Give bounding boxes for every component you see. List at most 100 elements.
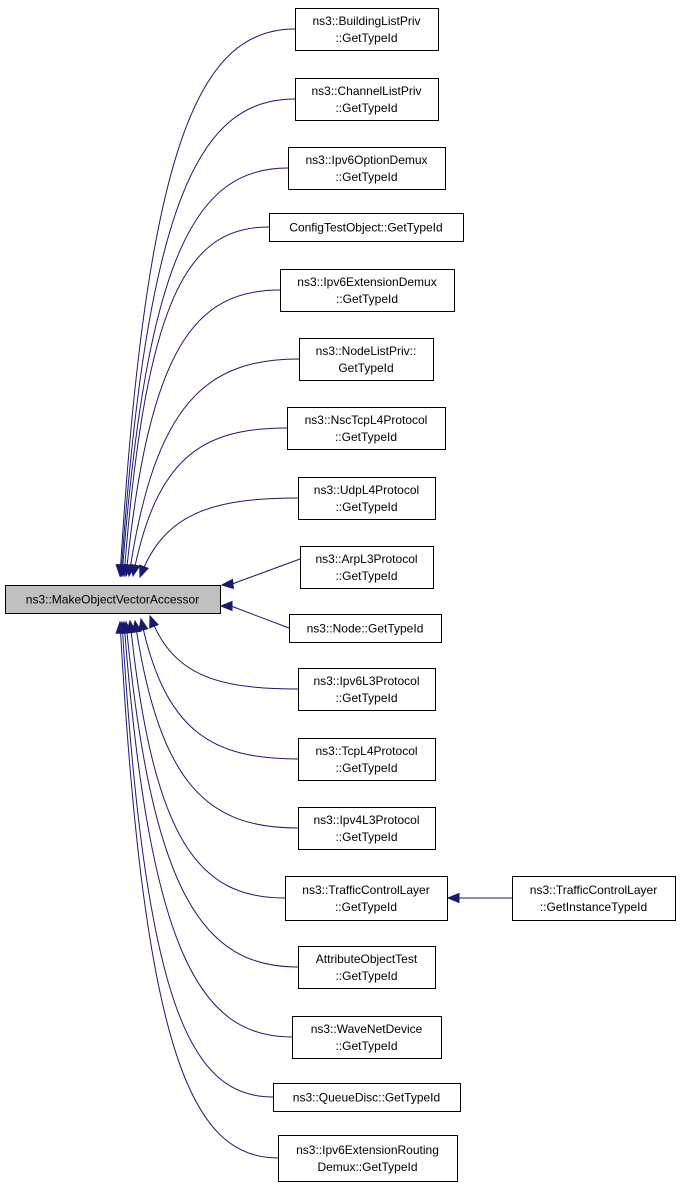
node-label-configtest-line-0: ConfigTestObject::GetTypeId — [289, 221, 442, 235]
node-attrtest[interactable]: AttributeObjectTest::GetTypeId — [298, 946, 436, 989]
edge-nsctcp-to-root — [132, 427, 288, 577]
node-label-arp-line-1: ::GetTypeId — [335, 569, 397, 583]
node-box-node[interactable] — [289, 614, 442, 643]
edge-configtest-to-root — [123, 226, 270, 577]
node-box-ipv6route[interactable] — [278, 1135, 458, 1182]
node-label-udp-line-0: ns3::UdpL4Protocol — [314, 483, 419, 497]
node-box-building[interactable] — [295, 8, 439, 51]
node-label-channel-line-0: ns3::ChannelListPriv — [311, 84, 421, 98]
edge-ipv6route-to-root — [119, 621, 279, 1159]
node-label-nsctcp-line-0: ns3::NscTcpL4Protocol — [305, 413, 428, 427]
node-box-attrtest[interactable] — [298, 946, 436, 989]
edge-tcp-to-root — [140, 618, 299, 760]
node-label-attrtest-line-1: ::GetTypeId — [335, 969, 397, 983]
node-label-root-line-0: ns3::MakeObjectVectorAccessor — [26, 593, 199, 607]
edge-node-to-root — [230, 605, 290, 629]
node-label-channel-line-1: ::GetTypeId — [335, 101, 397, 115]
node-box-tclinst[interactable] — [512, 876, 676, 921]
node-tclinst[interactable]: ns3::TrafficControlLayer::GetInstanceTyp… — [512, 876, 676, 921]
node-label-arp-line-0: ns3::ArpL3Protocol — [315, 552, 417, 566]
node-box-ipv6l3[interactable] — [298, 668, 436, 711]
edge-udp-to-root — [139, 497, 299, 578]
node-box-ipv6opt[interactable] — [288, 147, 446, 190]
node-label-ipv6opt-line-0: ns3::Ipv6OptionDemux — [305, 153, 427, 167]
node-label-node-line-0: ns3::Node::GetTypeId — [307, 622, 424, 636]
node-box-arp[interactable] — [300, 546, 434, 589]
edge-channel-to-root — [120, 98, 296, 577]
edge-nodelist-to-root — [128, 358, 300, 577]
node-label-ipv6opt-line-1: ::GetTypeId — [335, 170, 397, 184]
edges-layer — [115, 28, 512, 1159]
node-label-udp-line-1: ::GetTypeId — [335, 500, 397, 514]
node-box-tcp[interactable] — [298, 738, 436, 781]
node-arp[interactable]: ns3::ArpL3Protocol::GetTypeId — [300, 546, 434, 589]
node-udp[interactable]: ns3::UdpL4Protocol::GetTypeId — [298, 477, 436, 520]
node-ipv6ext[interactable]: ns3::Ipv6ExtensionDemux::GetTypeId — [280, 269, 455, 312]
node-label-tcl-line-0: ns3::TrafficControlLayer — [302, 883, 429, 897]
edge-ipv6l3-to-root — [149, 615, 299, 690]
node-label-tcl-line-1: ::GetTypeId — [335, 900, 397, 914]
node-root[interactable]: ns3::MakeObjectVectorAccessor — [5, 585, 221, 614]
node-ipv6l3[interactable]: ns3::Ipv6L3Protocol::GetTypeId — [298, 668, 436, 711]
node-label-nsctcp-line-1: ::GetTypeId — [335, 430, 397, 444]
edge-arp-to-root — [231, 558, 301, 585]
node-ipv4l3[interactable]: ns3::Ipv4L3Protocol::GetTypeId — [298, 807, 436, 850]
node-label-ipv6ext-line-0: ns3::Ipv6ExtensionDemux — [297, 275, 436, 289]
node-box-ipv6ext[interactable] — [280, 269, 455, 312]
edge-queuedisc-to-root — [121, 621, 274, 1098]
node-label-nodelist-line-1: GetTypeId — [338, 361, 393, 375]
node-tcp[interactable]: ns3::TcpL4Protocol::GetTypeId — [298, 738, 436, 781]
arrowhead-udp-to-root — [139, 564, 149, 579]
node-box-nodelist[interactable] — [299, 338, 434, 381]
node-label-ipv6l3-line-1: ::GetTypeId — [335, 691, 397, 705]
node-configtest[interactable]: ConfigTestObject::GetTypeId — [269, 213, 464, 242]
node-queuedisc[interactable]: ns3::QueueDisc::GetTypeId — [273, 1083, 461, 1112]
node-nsctcp[interactable]: ns3::NscTcpL4Protocol::GetTypeId — [287, 407, 446, 450]
node-label-attrtest-line-0: AttributeObjectTest — [316, 952, 418, 966]
edge-ipv6opt-to-root — [121, 167, 289, 577]
arrowhead-ipv6l3-to-root — [149, 614, 159, 629]
edge-building-to-root — [119, 28, 296, 577]
node-label-wave-line-1: ::GetTypeId — [335, 1039, 397, 1053]
node-label-tclinst-line-0: ns3::TrafficControlLayer — [530, 883, 657, 897]
arrowhead-arp-to-root — [220, 578, 234, 590]
nodes-layer: ns3::MakeObjectVectorAccessor ns3::Buildi… — [5, 8, 676, 1182]
edge-wave-to-root — [123, 621, 293, 1038]
node-nodelist[interactable]: ns3::NodeListPriv::GetTypeId — [299, 338, 434, 381]
node-label-ipv6route-line-1: Demux::GetTypeId — [317, 1160, 417, 1174]
arrowhead-nsctcp-to-root — [130, 563, 141, 578]
node-ipv6opt[interactable]: ns3::Ipv6OptionDemux::GetTypeId — [288, 147, 446, 190]
node-label-tcp-line-0: ns3::TcpL4Protocol — [315, 744, 417, 758]
edge-ipv4l3-to-root — [134, 620, 299, 829]
node-label-tclinst-line-1: ::GetInstanceTypeId — [540, 900, 647, 914]
edge-ipv6ext-to-root — [125, 289, 281, 577]
node-label-ipv4l3-line-1: ::GetTypeId — [335, 830, 397, 844]
node-label-ipv6route-line-0: ns3::Ipv6ExtensionRouting — [296, 1143, 439, 1157]
node-box-udp[interactable] — [298, 477, 436, 520]
node-box-root[interactable] — [5, 585, 221, 614]
node-label-building-line-0: ns3::BuildingListPriv — [312, 14, 420, 28]
node-box-queuedisc[interactable] — [273, 1083, 461, 1112]
node-label-nodelist-line-0: ns3::NodeListPriv:: — [316, 344, 417, 358]
arrowhead-node-to-root — [219, 600, 233, 612]
node-box-ipv4l3[interactable] — [298, 807, 436, 850]
node-label-ipv6l3-line-0: ns3::Ipv6L3Protocol — [313, 674, 419, 688]
node-channel[interactable]: ns3::ChannelListPriv::GetTypeId — [295, 78, 439, 121]
node-box-nsctcp[interactable] — [287, 407, 446, 450]
node-box-channel[interactable] — [295, 78, 439, 121]
node-tcl[interactable]: ns3::TrafficControlLayer::GetTypeId — [285, 876, 448, 921]
node-node[interactable]: ns3::Node::GetTypeId — [289, 614, 442, 643]
arrowhead-tcp-to-root — [138, 617, 149, 632]
node-label-tcp-line-1: ::GetTypeId — [335, 761, 397, 775]
node-label-ipv4l3-line-0: ns3::Ipv4L3Protocol — [313, 813, 419, 827]
node-wave[interactable]: ns3::WaveNetDevice::GetTypeId — [292, 1016, 442, 1059]
node-ipv6route[interactable]: ns3::Ipv6ExtensionRoutingDemux::GetTypeI… — [278, 1135, 458, 1182]
node-building[interactable]: ns3::BuildingListPriv::GetTypeId — [295, 8, 439, 51]
node-label-queuedisc-line-0: ns3::QueueDisc::GetTypeId — [293, 1091, 440, 1105]
node-box-wave[interactable] — [292, 1016, 442, 1059]
arrowhead-ipv6route-to-root — [115, 620, 126, 634]
edge-attrtest-to-root — [125, 621, 299, 968]
node-box-configtest[interactable] — [269, 213, 464, 242]
node-box-tcl[interactable] — [285, 876, 448, 921]
